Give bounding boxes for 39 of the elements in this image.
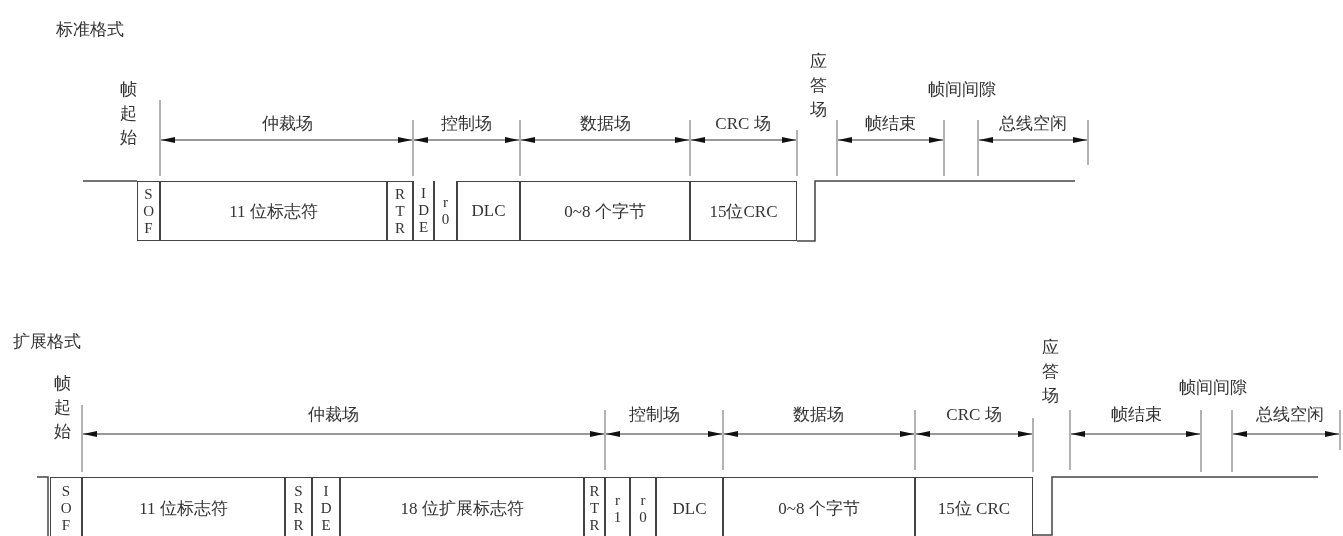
bit-field-cell: SRR: [285, 477, 312, 536]
frame-format-title: 标准格式: [56, 19, 124, 41]
field-label: 控制场: [440, 113, 492, 135]
bit-field-cell: 0~8 个字节: [723, 477, 915, 536]
bit-field-cell: 18 位扩展标志符: [340, 477, 584, 536]
field-label: 帧起始: [119, 79, 137, 149]
field-label: 控制场: [628, 404, 680, 426]
bit-field-cell: 11 位标志符: [82, 477, 285, 536]
field-label: 帧间间隙: [1179, 377, 1247, 399]
field-label: 总线空闲: [999, 113, 1067, 135]
bit-field-cell: SOF: [137, 181, 160, 241]
field-label: 总线空闲: [1256, 404, 1324, 426]
field-label: 帧间间隙: [928, 79, 996, 101]
field-label: 数据场: [579, 113, 631, 135]
bit-field-cell: 15位CRC: [690, 181, 797, 241]
field-label: 帧结束: [1110, 404, 1162, 426]
field-label: 仲裁场: [261, 113, 313, 135]
bit-field-cell: r0: [630, 477, 656, 536]
field-label: CRC 场: [946, 404, 1002, 426]
field-label: 应答场: [1041, 337, 1059, 407]
bit-field-cell: IDE: [312, 477, 340, 536]
bit-field-cell: RTR: [584, 477, 605, 536]
bit-field-cell: RTR: [387, 181, 413, 241]
bit-field-cell: 0~8 个字节: [520, 181, 690, 241]
field-label: 仲裁场: [307, 404, 359, 426]
field-label: 帧结束: [864, 113, 916, 135]
bit-field-cell: SOF: [50, 477, 82, 536]
bit-field-cell: DLC: [656, 477, 723, 536]
bit-field-cell: IDE: [413, 181, 434, 241]
bit-field-cell: 11 位标志符: [160, 181, 387, 241]
field-label: CRC 场: [715, 113, 771, 135]
field-label: 应答场: [809, 51, 827, 121]
bit-field-cell: r1: [605, 477, 630, 536]
bit-field-cell: r0: [434, 181, 457, 241]
bit-field-cell: 15位 CRC: [915, 477, 1033, 536]
frame-format-title: 扩展格式: [13, 331, 81, 353]
field-label: 数据场: [792, 404, 844, 426]
field-label: 帧起始: [53, 373, 71, 443]
bit-field-cell: DLC: [457, 181, 520, 241]
